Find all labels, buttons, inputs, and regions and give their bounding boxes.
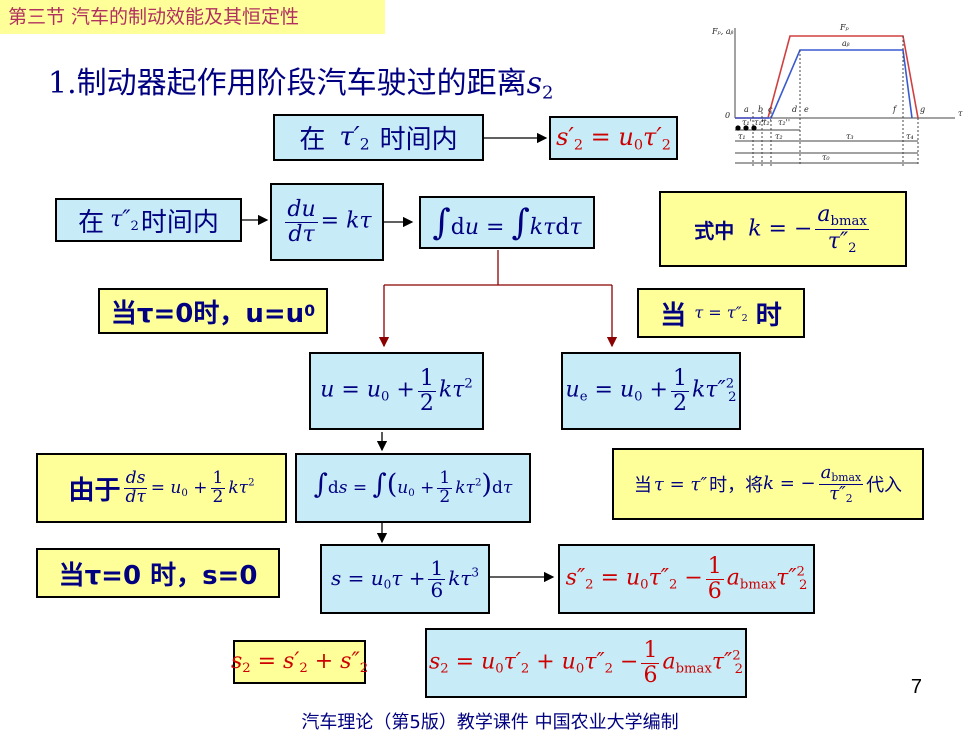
diagram-span-3: τ₃: [846, 132, 854, 141]
integral-du-eq: ∫du = ∫kτdτ: [432, 201, 582, 243]
diagram-point-b: b: [758, 105, 763, 114]
interval2-suffix: 时间内: [140, 207, 219, 238]
formula-integral-du: ∫du = ∫kτdτ: [419, 196, 595, 249]
subst-mid: 时，将: [709, 475, 764, 496]
diagram-x-label: τ: [958, 109, 963, 118]
page-number: 7: [910, 676, 922, 698]
diagram-point-f: f: [892, 105, 898, 114]
diagram-point-a: a: [744, 105, 749, 114]
cond3-text: 当τ=0 时，s=0: [58, 560, 258, 591]
tau2-prime-symbol: τ′2: [339, 121, 370, 154]
due-to-label: 由于: [68, 475, 121, 506]
interval1-suffix: 时间内: [379, 125, 458, 155]
subst-tau-symbol: τ = τ″: [653, 473, 708, 495]
slide-footer: 汽车理论（第5版）教学课件 中国农业大学编制: [301, 712, 679, 733]
title-text: 制动器起作用阶段汽车驶过的距离: [76, 66, 527, 101]
title-symbol-sub: 2: [542, 82, 554, 104]
subst-suffix: 代入: [866, 475, 903, 496]
condition-tau-equals-tau2: 当 τ = τ″2 时: [637, 288, 805, 338]
interval2-prefix: 在: [78, 207, 105, 238]
subst-prefix: 当: [633, 475, 652, 496]
tau2-dprime-symbol: τ″2: [110, 206, 139, 234]
diagram-span-0: τ₀: [822, 153, 830, 162]
cond1-text: 当τ=0时，u=u: [110, 298, 305, 329]
diagram-fp-label: Fₚ: [839, 23, 850, 32]
diagram-span-1: τ₁: [738, 132, 746, 141]
interval1-prefix: 在: [299, 125, 326, 155]
diagram-mark-1: τ₁': [742, 118, 752, 127]
coef-prefix: 式中: [694, 218, 735, 243]
s2-sum-eq: s2 = s′2 + s″2: [230, 648, 369, 676]
diagram-point-e: e: [804, 105, 809, 114]
interval2-label-box: 在 τ″2 时间内: [55, 198, 242, 242]
diagram-mark-3: τ₂': [762, 118, 772, 127]
diagram-span-2: τ₂: [775, 132, 783, 141]
diagram-ab-label: aᵦ: [842, 39, 850, 48]
cond2-prefix: 当: [660, 300, 687, 331]
title-number: 1.: [48, 66, 77, 101]
diagram-span-4: τ₄: [906, 132, 914, 141]
cond2-suffix: 时: [755, 300, 782, 331]
formula-s2-sum: s2 = s′2 + s″2: [230, 640, 369, 684]
s2-prime-eq: s′2 = u0τ′2: [556, 122, 671, 154]
diagram-mark-2: τ₁'': [754, 118, 766, 127]
diagram-point-d: d: [792, 105, 797, 114]
diagram-point-0: 0: [725, 111, 730, 120]
diagram-point-g: g: [920, 105, 925, 114]
diagram-y-label: Fₚ, aᵦ: [711, 27, 734, 36]
tau-eq-tau2-symbol: τ = τ″2: [694, 302, 748, 324]
slide-title: 1.制动器起作用阶段汽车驶过的距离s2: [48, 58, 553, 103]
diagram-mark-4: τ₂'': [778, 118, 790, 127]
condition-tau0-s0: 当τ=0 时，s=0: [36, 548, 280, 598]
title-symbol: s: [526, 66, 543, 101]
diagram-point-c: c: [768, 105, 773, 114]
formula-s2-prime: s′2 = u0τ′2: [549, 116, 678, 160]
cond1-sub: 0: [304, 302, 316, 320]
section-header: 第三节 汽车的制动效能及其恒定性: [0, 0, 385, 34]
interval1-label-box: 在 τ′2 时间内: [273, 114, 484, 161]
